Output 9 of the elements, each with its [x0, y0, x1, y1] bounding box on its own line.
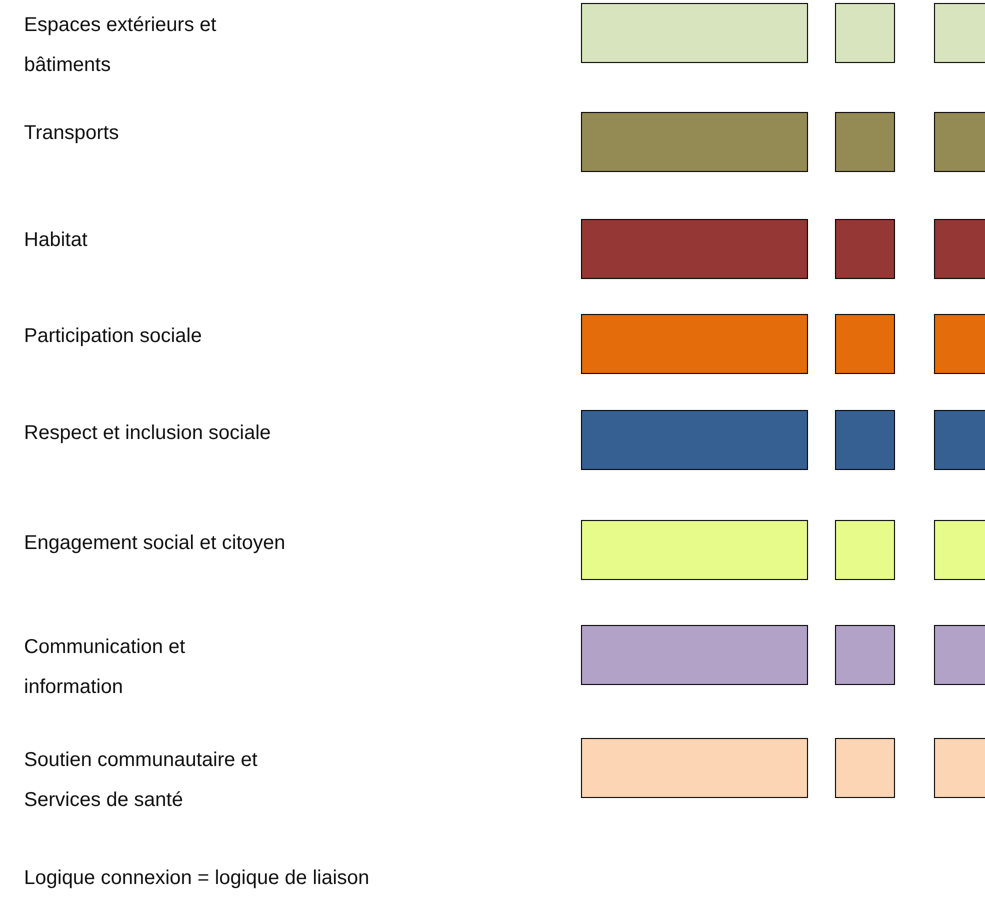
legend-label: Participation sociale — [24, 324, 203, 349]
legend-label: Engagement social et citoyen — [24, 531, 286, 556]
legend-label: Soutien communautaire et Services de santé — [24, 748, 258, 813]
note-text: Logique connexion = logique de liaison — [24, 866, 370, 891]
legend-label: Espaces extérieurs et bâtiments — [24, 13, 218, 78]
legend-label: Habitat — [24, 228, 88, 253]
legend-label: Respect et inclusion sociale — [24, 421, 272, 446]
legend-label: Communication et information — [24, 635, 186, 700]
legend-label: Transports — [24, 121, 120, 146]
